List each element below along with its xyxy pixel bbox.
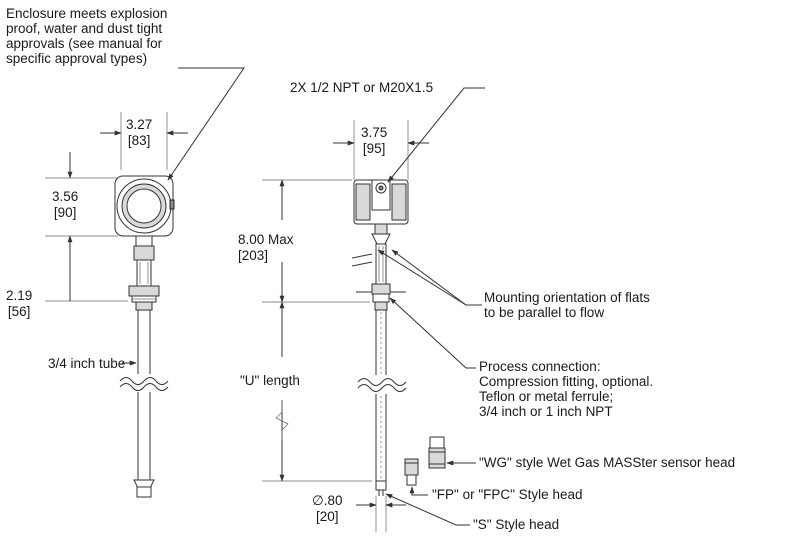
diameter-dimension: ∅.80 [20]: [312, 493, 343, 524]
u-length-dimension: "U" length: [240, 373, 300, 388]
fp-head-callout: "FP" or "FPC" Style head: [432, 487, 583, 502]
right-view: [262, 120, 429, 532]
fp-head-drawing: [404, 458, 419, 486]
left-view: [45, 112, 188, 498]
enclosure-leader: [167, 67, 245, 181]
process-leader: [389, 297, 476, 369]
enclosure-callout: Enclosure meets explosion proof, water a…: [6, 6, 168, 66]
flats-leader-1: [377, 249, 467, 306]
s-leader: [385, 493, 470, 526]
flats-leader-2: [391, 249, 467, 306]
height-dimension-left: 3.56 [90]: [52, 189, 79, 220]
process-callout: Process connection: Compression fitting,…: [479, 359, 654, 419]
tube-callout: 3/4 inch tube: [48, 356, 126, 371]
s-head-callout: "S" Style head: [473, 517, 560, 532]
fp-leader: [409, 486, 428, 496]
wg-head-drawing: [428, 436, 446, 469]
width-dimension-right: 3.75 [95]: [361, 125, 388, 156]
wg-head-callout: "WG" style Wet Gas MASSter sensor head: [479, 455, 736, 470]
neck-dimension-left: 2.19 [56]: [6, 288, 33, 319]
flats-callout: Mounting orientation of flats to be para…: [484, 290, 650, 320]
npt-leader: [387, 87, 485, 183]
npt-callout: 2X 1/2 NPT or M20X1.5: [290, 80, 434, 95]
height-dimension-right: 8.00 Max [203]: [238, 232, 294, 263]
width-dimension-left: 3.27 [83]: [126, 117, 153, 148]
